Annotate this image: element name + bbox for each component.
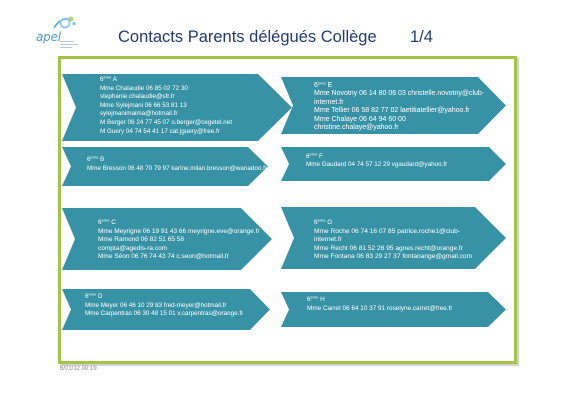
grade-suffix: ème xyxy=(101,217,110,223)
contact-line: Mme Roche 06 74 16 07 85 patrice.roche1@… xyxy=(314,227,460,235)
contact-line: Mme Fontana 06 83 29 27 37 fontanange@gm… xyxy=(314,253,473,260)
grade-number: 6 xyxy=(85,293,89,300)
chevron-shape xyxy=(62,147,268,186)
grade-number: 6 xyxy=(314,82,318,89)
class-section: G xyxy=(327,219,333,226)
class-section: B xyxy=(100,156,105,163)
card-text: 6ème C Mme Meyrigne 06 19 91 43 66 meyri… xyxy=(98,217,260,262)
class-card-6h: 6ème H Mme Carret 06 64 10 37 91 roselyn… xyxy=(281,292,506,327)
class-label: 6ème D xyxy=(85,291,243,302)
grade-suffix: ème xyxy=(317,217,326,223)
grade-suffix: ème xyxy=(310,294,319,300)
card-text: 6ème F Mme Gaudard 04 74 57 12 29 vgauda… xyxy=(306,151,448,169)
class-label: 6ème G xyxy=(314,217,472,228)
logo-emblem-icon xyxy=(53,16,76,29)
grade-number: 6 xyxy=(98,219,102,226)
logo-text: apel xyxy=(36,30,61,44)
chevron-shape xyxy=(62,289,270,330)
class-card-6a: 6ème A Mme Chalaudie 06 85 02 72 30 step… xyxy=(62,74,292,141)
card-text: 6ème H Mme Carret 06 64 10 37 91 roselyn… xyxy=(307,294,453,313)
class-label: 6ème B xyxy=(87,155,267,164)
grade-number: 6 xyxy=(87,156,91,163)
class-section: F xyxy=(319,153,323,160)
contact-line: Mme Chalaudie 06 85 02 72 30 xyxy=(100,84,188,92)
logo-tagline-mark xyxy=(60,47,72,48)
grade-suffix: ème xyxy=(309,151,318,157)
grade-number: 6 xyxy=(307,296,311,303)
contact-line: christine.chalaye@yahoo.fr xyxy=(314,124,399,132)
class-section: C xyxy=(111,219,116,226)
class-section: E xyxy=(327,82,333,89)
card-text: 6ème B Mme Bresson 06 48 70 79 97 karine… xyxy=(87,155,267,173)
class-label: 6ème E xyxy=(314,80,484,90)
chevron-shape xyxy=(62,74,292,141)
grade-suffix: ème xyxy=(90,154,99,160)
contact-line: Mme Meyer 06 46 10 29 83 fred-meyer@hotm… xyxy=(85,301,227,309)
grade-number: 6 xyxy=(100,76,104,83)
content-frame xyxy=(58,56,517,364)
page-title: Contacts Parents délégués Collège xyxy=(118,28,377,46)
card-text: 6ème G Mme Roche 06 74 16 07 85 patrice.… xyxy=(314,217,473,262)
class-card-6c: 6ème C Mme Meyrigne 06 19 91 43 66 meyri… xyxy=(62,208,272,270)
class-card-6f: 6ème F Mme Gaudard 04 74 57 12 29 vgauda… xyxy=(281,147,506,181)
class-label: 6ème C xyxy=(98,217,260,228)
class-section: D xyxy=(98,293,103,300)
logo-tagline-mark xyxy=(60,41,74,42)
contact-line: Mme Gaudard 04 74 57 12 29 vgaudard@yaho… xyxy=(306,161,448,168)
contact-line: Mme Carret 06 64 10 37 91 roselyne.carre… xyxy=(307,304,453,312)
class-section: A xyxy=(112,76,117,83)
contact-line: Mme Ramond 06 82 51 65 58 xyxy=(98,236,184,243)
chevron-shape xyxy=(281,77,506,134)
contact-line: Mme Meyrigne 06 19 91 43 66 meyrigne.eve… xyxy=(98,227,260,235)
footer-date: 6/01/12 00:19 xyxy=(60,366,97,372)
contact-line: Mme Tellier 06 58 82 77 02 laetitiatelli… xyxy=(314,107,470,115)
contact-line: internet.fr xyxy=(314,98,344,106)
class-label: 6ème F xyxy=(306,151,447,161)
class-card-6g: 6ème G Mme Roche 06 74 16 07 85 patrice.… xyxy=(281,207,506,269)
contact-line: Mme Recht 06 81 52 26 95 agnes.recht@ora… xyxy=(314,244,463,252)
chevron-shape xyxy=(62,208,272,270)
grade-number: 6 xyxy=(306,153,310,160)
contact-line: M Berger 06 24 77 45 07 o.berger@cegetel… xyxy=(100,118,233,126)
grade-suffix: ème xyxy=(88,291,97,297)
page-number: 1/4 xyxy=(410,28,433,46)
contact-line: internet.fr xyxy=(314,236,342,243)
contact-line: Mme Bresson 06 48 70 79 97 karine.milan.… xyxy=(87,165,268,172)
class-section: H xyxy=(320,296,325,303)
grade-number: 6 xyxy=(314,219,318,226)
class-label: 6ème A xyxy=(100,74,232,85)
contact-line: Mme Séon 06 76 74 43 74 c.seon@hotmail.f… xyxy=(98,253,229,260)
card-text: 6ème D Mme Meyer 06 46 10 29 83 fred-mey… xyxy=(85,291,244,319)
class-label: 6ème H xyxy=(307,294,452,305)
chevron-shape xyxy=(281,147,506,181)
card-text: 6ème A Mme Chalaudie 06 85 02 72 30 step… xyxy=(100,74,233,136)
grade-suffix: ème xyxy=(317,80,326,86)
class-card-6d: 6ème D Mme Meyer 06 46 10 29 83 fred-mey… xyxy=(62,289,270,330)
class-card-6b: 6ème B Mme Bresson 06 48 70 79 97 karine… xyxy=(62,147,268,186)
contact-line: sylejmanimaima@hotmail.fr xyxy=(100,110,178,118)
apel-logo: apel xyxy=(33,14,85,54)
contact-line: Mme Novotny 06 14 80 06 03 christelle.no… xyxy=(314,90,485,98)
class-card-6e: 6ème E Mme Novotny 06 14 80 06 03 christ… xyxy=(281,77,506,134)
contact-line: Mme Sylejmani 06 66 53 81 13 xyxy=(100,101,187,109)
contact-line: stephanie.chalaudie@sfr.fr xyxy=(100,93,175,101)
contact-line: M Guery 04 74 54 41 17 cat.jguery@free.f… xyxy=(100,127,220,135)
grade-suffix: ème xyxy=(103,74,112,80)
chevron-shape xyxy=(281,207,506,269)
contact-line: Mme Carpentras 06 30 48 15 01 v.carpentr… xyxy=(85,310,244,317)
card-text: 6ème E Mme Novotny 06 14 80 06 03 christ… xyxy=(314,80,485,132)
contact-line: compta@agedis-ra.com xyxy=(98,244,168,252)
contact-line: Mme Chalaye 06 64 94 60 00 xyxy=(314,115,406,123)
logo-tagline-mark xyxy=(60,44,78,45)
chevron-shape xyxy=(281,292,506,327)
